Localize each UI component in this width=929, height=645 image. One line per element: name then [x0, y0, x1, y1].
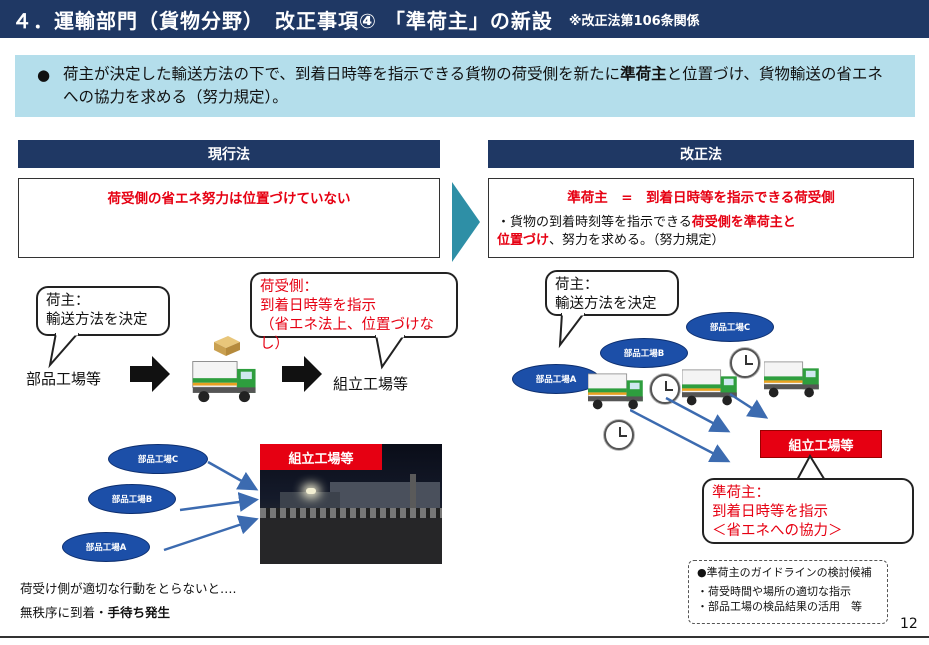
receiver-bubble-left-line3: （省エネ法上、位置づけなし） — [260, 317, 434, 352]
waiting-time-emphasis: 手待ち発生 — [107, 605, 171, 620]
summary-text-bold: 準荷主 — [620, 65, 667, 83]
flow-arrow-icon — [282, 356, 322, 392]
clock-icon — [730, 348, 760, 378]
to-factory-label: 組立工場等 — [333, 375, 409, 393]
clock-icon — [604, 420, 634, 450]
factory-ellipse: 部品工場B — [88, 484, 176, 514]
left-caption-line2: 無秩序に到着・手待ち発生 — [20, 602, 170, 621]
title-bar: ４．運輸部門（貨物分野） 改正事項④ 「準荷主」の新設 ※改正法第106条関係 — [0, 0, 929, 38]
quasi-shipper-bubble-line2: 到着日時等を指示 — [712, 504, 828, 520]
truck-icon — [682, 369, 737, 406]
current-law-box: 荷受側の省エネ努力は位置づけていない — [18, 178, 440, 258]
quasi-shipper-bubble-line3: ＜省エネへの協力＞ — [712, 523, 843, 539]
guideline-title: ●準荷主のガイドラインの検討候補 — [697, 566, 872, 579]
factory-ellipse: 部品工場B — [600, 338, 688, 368]
left-caption-line2-text: 無秩序に到着・ — [20, 605, 108, 620]
revised-box-text-red2: 位置づけ — [497, 233, 550, 248]
revised-box-text-post: 、努力を求める。（努力規定） — [549, 233, 725, 248]
from-factory-label: 部品工場等 — [26, 370, 102, 388]
shipper-bubble-right: 荷主： 輸送方法を決定 — [545, 270, 679, 316]
revised-law-box: 準荷主 = 到着日時等を指示できる荷受側 ・貨物の到着時刻等を指示できる荷受側を… — [488, 178, 914, 258]
revised-box-text-red1: 荷受側を準荷主と — [691, 215, 796, 230]
guideline-item: ・部品工場の検品結果の活用 等 — [697, 600, 862, 613]
receiver-bubble-left-line1: 荷受側： — [260, 279, 318, 295]
summary-box: ● 荷主が決定した輸送方法の下で、到着日時等を指示できる貨物の荷受側を新たに準荷… — [15, 55, 915, 117]
footer-rule — [0, 636, 929, 638]
law-article-note: ※改正法第106条関係 — [568, 13, 700, 29]
revised-law-box-text: ・貨物の到着時刻等を指示できる荷受側を準荷主と位置づけ、努力を求める。（努力規定… — [497, 214, 905, 250]
page-title: ４．運輸部門（貨物分野） 改正事項④ 「準荷主」の新設 — [12, 8, 553, 33]
shipper-bubble-right-tail — [558, 313, 586, 349]
revised-law-box-title: 準荷主 = 到着日時等を指示できる荷受側 — [567, 190, 835, 206]
summary-text-part1: 荷主が決定した輸送方法の下で、到着日時等を指示できる貨物の荷受側を新たに — [63, 65, 621, 83]
shipper-bubble-left-line2: 輸送方法を決定 — [46, 312, 148, 328]
revised-box-text-pre: ・貨物の到着時刻等を指示できる — [497, 215, 692, 230]
receiver-bubble-left-line2: 到着日時等を指示 — [260, 298, 376, 314]
quasi-shipper-bubble-line1: 準荷主： — [712, 485, 770, 501]
truck-icon — [588, 373, 643, 410]
factory-ellipse: 部品工場A — [512, 364, 600, 394]
current-law-header: 現行法 — [18, 140, 440, 168]
flow-arrow-icon — [130, 356, 170, 392]
shipper-bubble-right-line2: 輸送方法を決定 — [555, 296, 657, 312]
revised-law-header: 改正法 — [488, 140, 914, 168]
summary-bullet: ● — [37, 66, 51, 84]
assembly-plant-label: 組立工場等 — [260, 444, 382, 470]
guideline-item: ・荷受時間や場所の適切な指示 — [697, 585, 851, 598]
left-caption-line1: 荷受け側が適切な行動をとらないと…. — [20, 581, 237, 596]
factory-ellipse: 部品工場C — [108, 444, 208, 474]
truck-icon — [764, 361, 819, 398]
shipper-bubble-left-line1: 荷主： — [46, 293, 90, 309]
shipper-bubble-left-tail — [48, 333, 80, 369]
summary-text-part2: と位置づけ、貨物輸送の省エネへの協力を求める（努力規定）。 — [63, 65, 883, 106]
factory-ellipse: 部品工場C — [686, 312, 774, 342]
scheduled-arrival-arrows — [630, 392, 769, 463]
receiver-bubble-left: 荷受側： 到着日時等を指示 （省エネ法上、位置づけなし） — [250, 272, 458, 352]
quasi-shipper-bubble: 準荷主： 到着日時等を指示 ＜省エネへの協力＞ — [702, 478, 914, 544]
factory-ellipse: 部品工場A — [62, 532, 150, 562]
page-number: 12 — [900, 616, 918, 632]
arrival-arrows — [163, 460, 259, 552]
current-law-box-text: 荷受側の省エネ努力は位置づけていない — [107, 191, 351, 207]
clock-icon — [650, 374, 680, 404]
shipper-bubble-left: 荷主： 輸送方法を決定 — [36, 286, 170, 336]
assembly-plant-right-label: 組立工場等 — [760, 430, 882, 458]
shipper-bubble-right-line1: 荷主： — [555, 277, 599, 293]
guideline-candidates-box: ●準荷主のガイドラインの検討候補 ・荷受時間や場所の適切な指示 ・部品工場の検品… — [688, 560, 888, 624]
truck-icon — [192, 361, 256, 403]
cargo-box-icon — [214, 336, 240, 356]
receiver-bubble-left-tail — [374, 335, 406, 370]
transition-arrow-icon — [452, 182, 480, 262]
summary-text: 荷主が決定した輸送方法の下で、到着日時等を指示できる貨物の荷受側を新たに準荷主と… — [37, 63, 895, 109]
